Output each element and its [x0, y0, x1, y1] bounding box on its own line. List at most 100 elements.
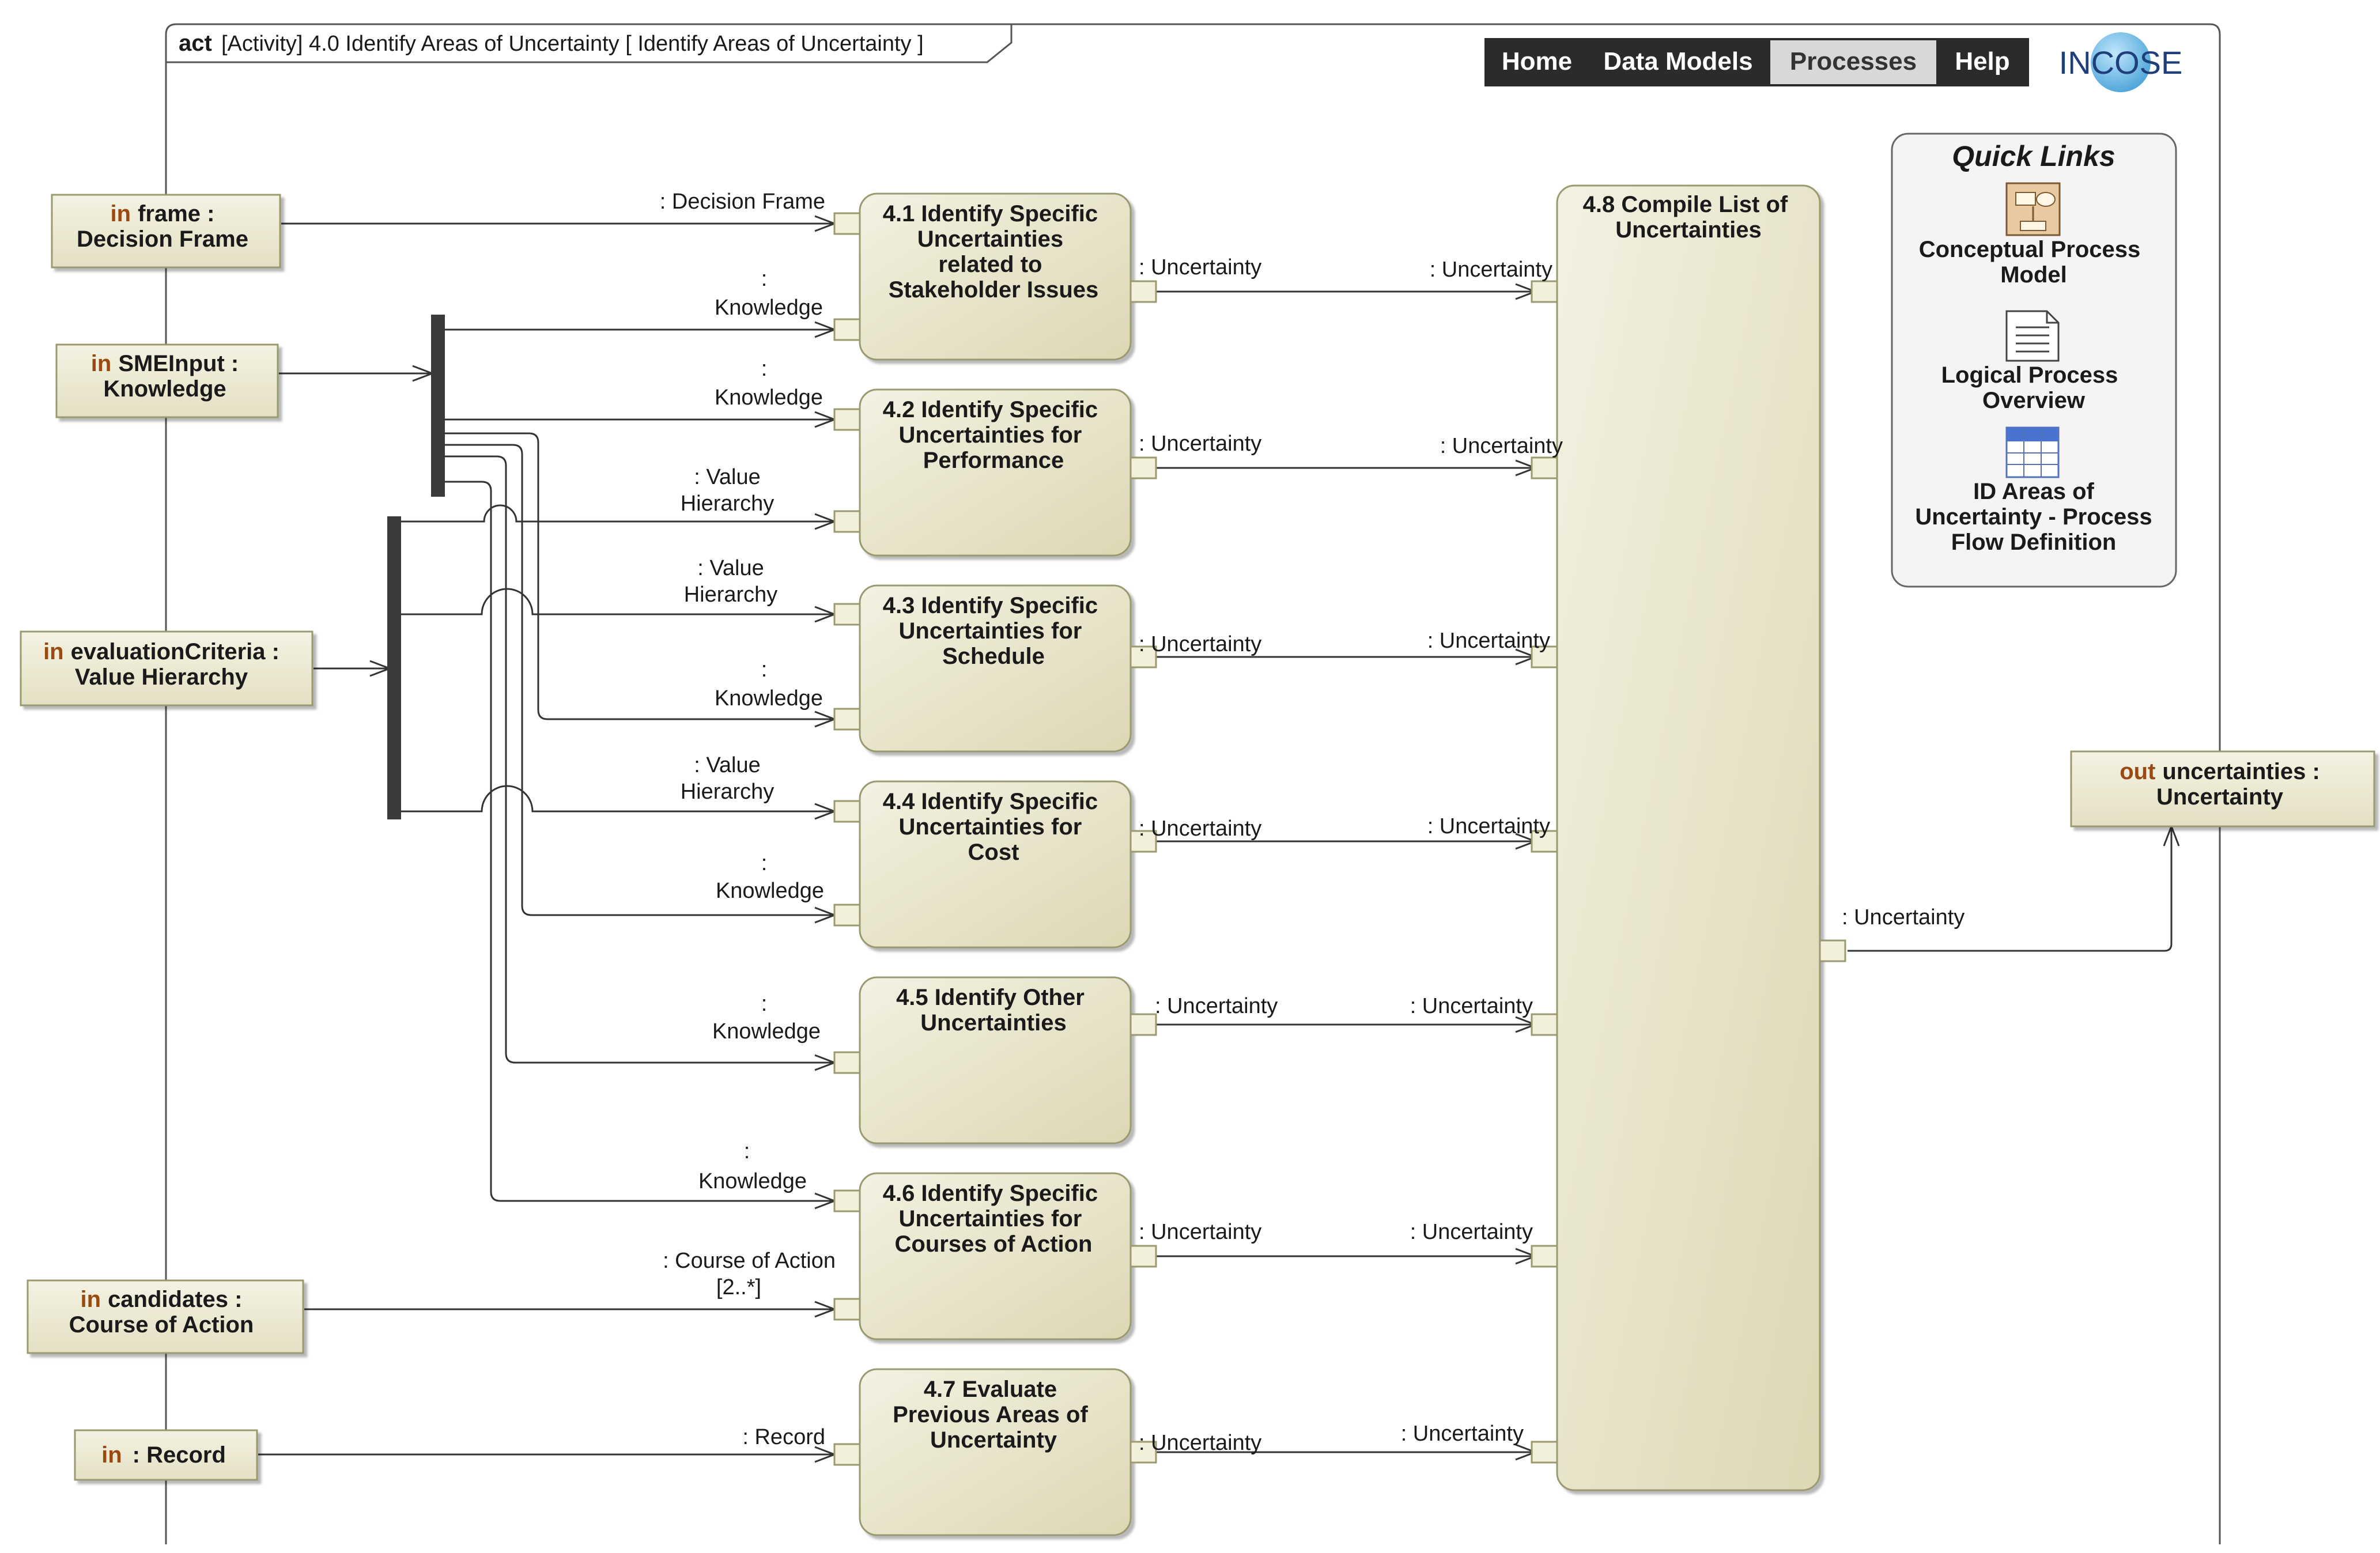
quick-link-2-line2: Overview	[1982, 388, 2086, 413]
pin-4.3-knowledge[interactable]	[833, 708, 861, 731]
pin-4.8-in-1[interactable]	[1531, 280, 1558, 303]
param-candidates-name: candidates :	[108, 1287, 242, 1312]
pin-label-4.2-out: : Uncertainty	[1139, 432, 1261, 456]
incose-logo[interactable]: INCOSE	[2059, 32, 2183, 92]
param-eval-name: evaluationCriteria :	[71, 639, 279, 664]
action-4.8[interactable]	[1556, 184, 1821, 1491]
param-eval-dir: in	[43, 639, 64, 664]
nav-home-link[interactable]: Home	[1502, 47, 1572, 75]
frame-keyword: act	[179, 31, 212, 56]
action-4.3[interactable]	[859, 584, 1132, 753]
pin-4.2-uncertainty-out[interactable]	[1129, 456, 1157, 479]
quick-link-id-areas-of-uncertainty[interactable]: ID Areas of Uncertainty - Process Flow D…	[1915, 426, 2152, 555]
param-sme-name: SMEInput :	[118, 351, 239, 376]
flow-value-to-4.4	[400, 785, 834, 811]
table-icon	[2005, 426, 2060, 478]
pin-4.1-knowledge[interactable]	[833, 318, 861, 341]
param-evaluation-criteria[interactable]	[20, 630, 313, 706]
pin-4.3-value-hierarchy[interactable]	[833, 603, 861, 626]
action-4.5-label: 4.5 Identify Other Uncertainties	[896, 985, 1091, 1036]
quick-link-3-line3: Flow Definition	[1951, 530, 2117, 555]
action-4.3-label: 4.3 Identify Specific Uncertainties for …	[883, 593, 1105, 669]
pin-label-4.3-hierarchy: Hierarchy	[684, 583, 778, 607]
pin-4.8-in-4[interactable]	[1531, 830, 1558, 853]
pin-4.6-uncertainty-out[interactable]	[1129, 1245, 1157, 1268]
param-candidates[interactable]	[27, 1279, 304, 1354]
quick-link-1-line2: Model	[2000, 262, 2067, 288]
pin-label-4.8-in-3: : Uncertainty	[1427, 629, 1550, 653]
pin-label-4.1-k-colon: :	[761, 267, 768, 291]
pin-label-4.6-out: : Uncertainty	[1139, 1220, 1261, 1244]
action-nodes	[859, 184, 1821, 1536]
pin-4.4-uncertainty-out[interactable]	[1129, 830, 1157, 853]
pin-label-4.8-in-5: : Uncertainty	[1410, 994, 1533, 1018]
pin-4.8-in-2[interactable]	[1531, 456, 1558, 479]
pins	[833, 212, 1846, 1466]
fork-bar-value-hierarchy	[387, 516, 401, 819]
nav-help-link[interactable]: Help	[1955, 47, 2009, 75]
pin-4.8-in-7[interactable]	[1531, 1441, 1558, 1464]
pin-4.5-knowledge[interactable]	[833, 1051, 861, 1074]
param-sme-dir: in	[91, 351, 112, 376]
pin-label-4.4-knowledge: Knowledge	[716, 879, 824, 903]
quick-link-logical-process-overview[interactable]: Logical Process Overview	[1941, 310, 2118, 413]
flow-value-to-4.3	[400, 588, 834, 614]
pin-label-4.1-knowledge: Knowledge	[715, 296, 823, 320]
pin-4.5-uncertainty-out[interactable]	[1129, 1013, 1157, 1036]
pin-4.4-knowledge[interactable]	[833, 904, 861, 927]
pin-4.8-in-5[interactable]	[1531, 1013, 1558, 1036]
action-4.6-label: 4.6 Identify Specific Uncertainties for …	[883, 1181, 1105, 1257]
pin-4.8-uncertainty-out[interactable]	[1819, 939, 1846, 962]
pin-label-course-of-action: : Course of Action	[663, 1249, 836, 1273]
pin-4.2-knowledge[interactable]	[833, 408, 861, 431]
pin-4.1-decision-frame[interactable]	[833, 212, 861, 235]
action-4.4[interactable]	[859, 780, 1132, 949]
flow-knowledge-to-4.4	[445, 444, 834, 915]
flow-knowledge-to-4.3	[445, 432, 834, 719]
action-4.4-label: 4.4 Identify Specific Uncertainties for …	[883, 789, 1105, 865]
pin-label-4.8-in-6: : Uncertainty	[1410, 1220, 1533, 1244]
quick-link-3-line2: Uncertainty - Process	[1915, 504, 2152, 530]
flow-value-to-4.2	[400, 504, 834, 522]
nav-data-models-label: Data Models	[1603, 47, 1752, 75]
param-record[interactable]	[74, 1429, 258, 1481]
param-sme-type: Knowledge	[103, 376, 226, 402]
quick-link-1-line1: Conceptual Process	[1919, 237, 2141, 262]
param-sme-input[interactable]	[55, 343, 279, 418]
pin-4.2-value-hierarchy[interactable]	[833, 510, 861, 533]
action-4.1-label: 4.1 Identify Specific Uncertainties rela…	[883, 201, 1105, 303]
pin-4.7-uncertainty-out[interactable]	[1129, 1441, 1157, 1464]
flow-knowledge-to-4.5	[445, 455, 834, 1063]
pin-label-4.3-value: : Value	[697, 556, 764, 580]
nav-help-label: Help	[1955, 47, 2009, 75]
pin-label-4.7-out: : Uncertainty	[1139, 1431, 1261, 1455]
flow-4.8-to-out	[1848, 826, 2171, 952]
pin-4.6-course-of-action[interactable]	[833, 1298, 861, 1321]
param-out-uncertainties[interactable]	[2070, 750, 2375, 827]
pin-4.4-value-hierarchy[interactable]	[833, 800, 861, 823]
document-icon	[2005, 310, 2060, 362]
quick-link-conceptual-process-model[interactable]: Conceptual Process Model	[1919, 182, 2141, 288]
nav-processes-link[interactable]: Processes	[1790, 47, 1917, 75]
pin-4.6-knowledge[interactable]	[833, 1189, 861, 1212]
nav-bar: Home Data Models Processes Help	[1484, 38, 2029, 86]
action-4.1[interactable]	[859, 192, 1132, 361]
nav-processes-label: Processes	[1790, 47, 1917, 75]
object-flows	[258, 224, 2171, 1454]
pin-4.8-in-3[interactable]	[1531, 645, 1558, 668]
param-frame[interactable]	[51, 194, 281, 269]
pin-4.1-uncertainty-out[interactable]	[1129, 280, 1157, 303]
quick-link-2-line1: Logical Process	[1941, 362, 2118, 388]
pin-4.7-record[interactable]	[833, 1443, 861, 1466]
pin-4.3-uncertainty-out[interactable]	[1129, 645, 1157, 668]
pin-labels: : Decision Frame : Knowledge : Knowledge…	[660, 190, 1965, 1455]
pin-label-4.8-out: : Uncertainty	[1842, 905, 1965, 929]
pin-label-multiplicity: [2..*]	[716, 1275, 761, 1299]
pin-label-4.2-knowledge: Knowledge	[715, 386, 823, 410]
nav-data-models-link[interactable]: Data Models	[1603, 47, 1752, 75]
pin-4.8-in-6[interactable]	[1531, 1245, 1558, 1268]
pin-label-4.8-in-7: : Uncertainty	[1401, 1422, 1524, 1446]
